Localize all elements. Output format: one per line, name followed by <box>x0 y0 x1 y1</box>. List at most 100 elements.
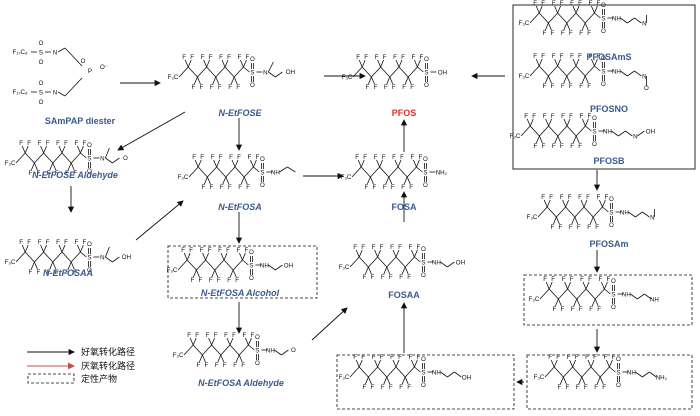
oxygen-label: O <box>255 360 260 367</box>
sulfur-label: S <box>87 156 91 163</box>
fluorine-label: F <box>569 113 573 120</box>
oxygen-label: O <box>423 156 428 163</box>
fluorine-label: F <box>542 143 546 150</box>
fluorine-label: F <box>417 354 421 361</box>
fluorine-label: F <box>374 154 378 161</box>
oxygen-label: O <box>249 249 254 256</box>
fluorine-label: F <box>409 244 413 251</box>
fluorine-label: F <box>599 276 603 283</box>
fluorine-label: F <box>541 53 545 60</box>
fluorine-label: F <box>47 170 51 177</box>
oxygen-label: O <box>260 156 265 163</box>
fluorine-label: F <box>236 84 240 91</box>
fluorine-label: F <box>566 384 570 391</box>
oxygen-label: O <box>616 356 621 363</box>
fluorine-label: F <box>209 277 213 284</box>
label-pfos: PFOS <box>392 108 417 118</box>
oxygen-label: O <box>421 356 426 363</box>
label-n-etfosa-aldehyde: N-EtFOSA Aldehyde <box>198 378 284 388</box>
cf3-label: F₃C <box>178 174 189 181</box>
fluorine-label: F <box>584 384 588 391</box>
fluorine-label: F <box>578 194 582 201</box>
sulfur-label: S <box>260 170 264 177</box>
fluorine-label: F <box>381 274 385 281</box>
amine-derivative-frame <box>526 354 693 410</box>
fluorine-label: F <box>558 384 562 391</box>
fluorine-label: F <box>580 113 584 120</box>
fluorine-label: F <box>543 30 547 37</box>
cf3-label: F₃C <box>510 133 521 140</box>
fluorine-label: F <box>365 184 369 191</box>
fluorine-label: F <box>363 274 367 281</box>
oxygen-label: O <box>39 40 44 47</box>
fluorine-label: F <box>597 53 601 60</box>
fluorine-label: F <box>577 224 581 231</box>
fluorine-label: F <box>363 384 367 391</box>
sulfur-label: S <box>592 129 596 136</box>
fluorine-label: F <box>595 224 599 231</box>
amide-label: NH <box>622 292 631 299</box>
fluorine-label: F <box>19 239 23 246</box>
fluorine-label: F <box>187 332 191 339</box>
fluorine-label: F <box>390 354 394 361</box>
hydroxyl-label: OH <box>284 263 293 270</box>
fluorine-label: F <box>200 84 204 91</box>
oxygen-label: O <box>601 28 606 35</box>
sulfur-label: S <box>601 69 605 76</box>
fluorine-label: F <box>199 277 203 284</box>
fluorine-label: F <box>585 354 589 361</box>
label-pfosb: PFOSB <box>593 156 625 166</box>
fluorine-label: F <box>552 0 556 7</box>
nitrogen-label: N <box>263 70 267 77</box>
fluorine-label: F <box>243 332 247 339</box>
fluorine-label: F <box>552 143 556 150</box>
cf3-label: F₃C <box>519 73 530 80</box>
fluorine-label: F <box>37 170 41 177</box>
fluorine-label: F <box>587 83 591 90</box>
oxygen-label: O <box>592 115 597 122</box>
nitrogen-label: N <box>53 90 57 97</box>
fluorine-label: F <box>409 354 413 361</box>
fluorine-label: F <box>604 354 608 361</box>
fluorine-label: F <box>209 54 213 61</box>
label-n-etfosa: N-EtFOSA <box>218 202 262 212</box>
fluorine-label: F <box>19 140 23 147</box>
fluorine-label: F <box>580 276 584 283</box>
pathway-arrows <box>67 72 601 386</box>
oxygen-label: O <box>81 58 86 65</box>
fluorine-label: F <box>27 239 31 246</box>
fluorine-label: F <box>553 306 557 313</box>
nitrogen-label: N <box>53 50 57 57</box>
fluorine-label: F <box>543 276 547 283</box>
label-pfosno: PFOSNO <box>590 104 628 114</box>
fluorine-label: F <box>390 244 394 251</box>
fluorine-label: F <box>353 354 357 361</box>
amine-label: NH₂ <box>656 375 668 382</box>
fluorine-label: F <box>226 247 230 254</box>
fluorine-label: F <box>399 274 403 281</box>
fluorine-label: F <box>407 274 411 281</box>
fluorine-label: F <box>73 269 77 276</box>
fluorine-label: F <box>229 154 233 161</box>
fluorine-label: F <box>597 194 601 201</box>
fluorine-label: F <box>524 113 528 120</box>
oxygen-label: O <box>424 56 429 63</box>
oxygen-label: O <box>39 99 44 106</box>
fluorine-label: F <box>533 53 537 60</box>
sulfur-label: S <box>609 210 613 217</box>
fluorine-label: F <box>541 194 545 201</box>
fluorine-label: F <box>587 30 591 37</box>
fluorine-label: F <box>373 184 377 191</box>
fluorine-label: F <box>548 354 552 361</box>
fluorine-label: F <box>219 54 223 61</box>
oxygen-label: O <box>644 85 649 92</box>
fluorine-label: F <box>533 0 537 7</box>
oxygen-label: O <box>250 56 255 63</box>
fluorine-label: F <box>371 274 375 281</box>
fluorine-label: F <box>551 30 555 37</box>
